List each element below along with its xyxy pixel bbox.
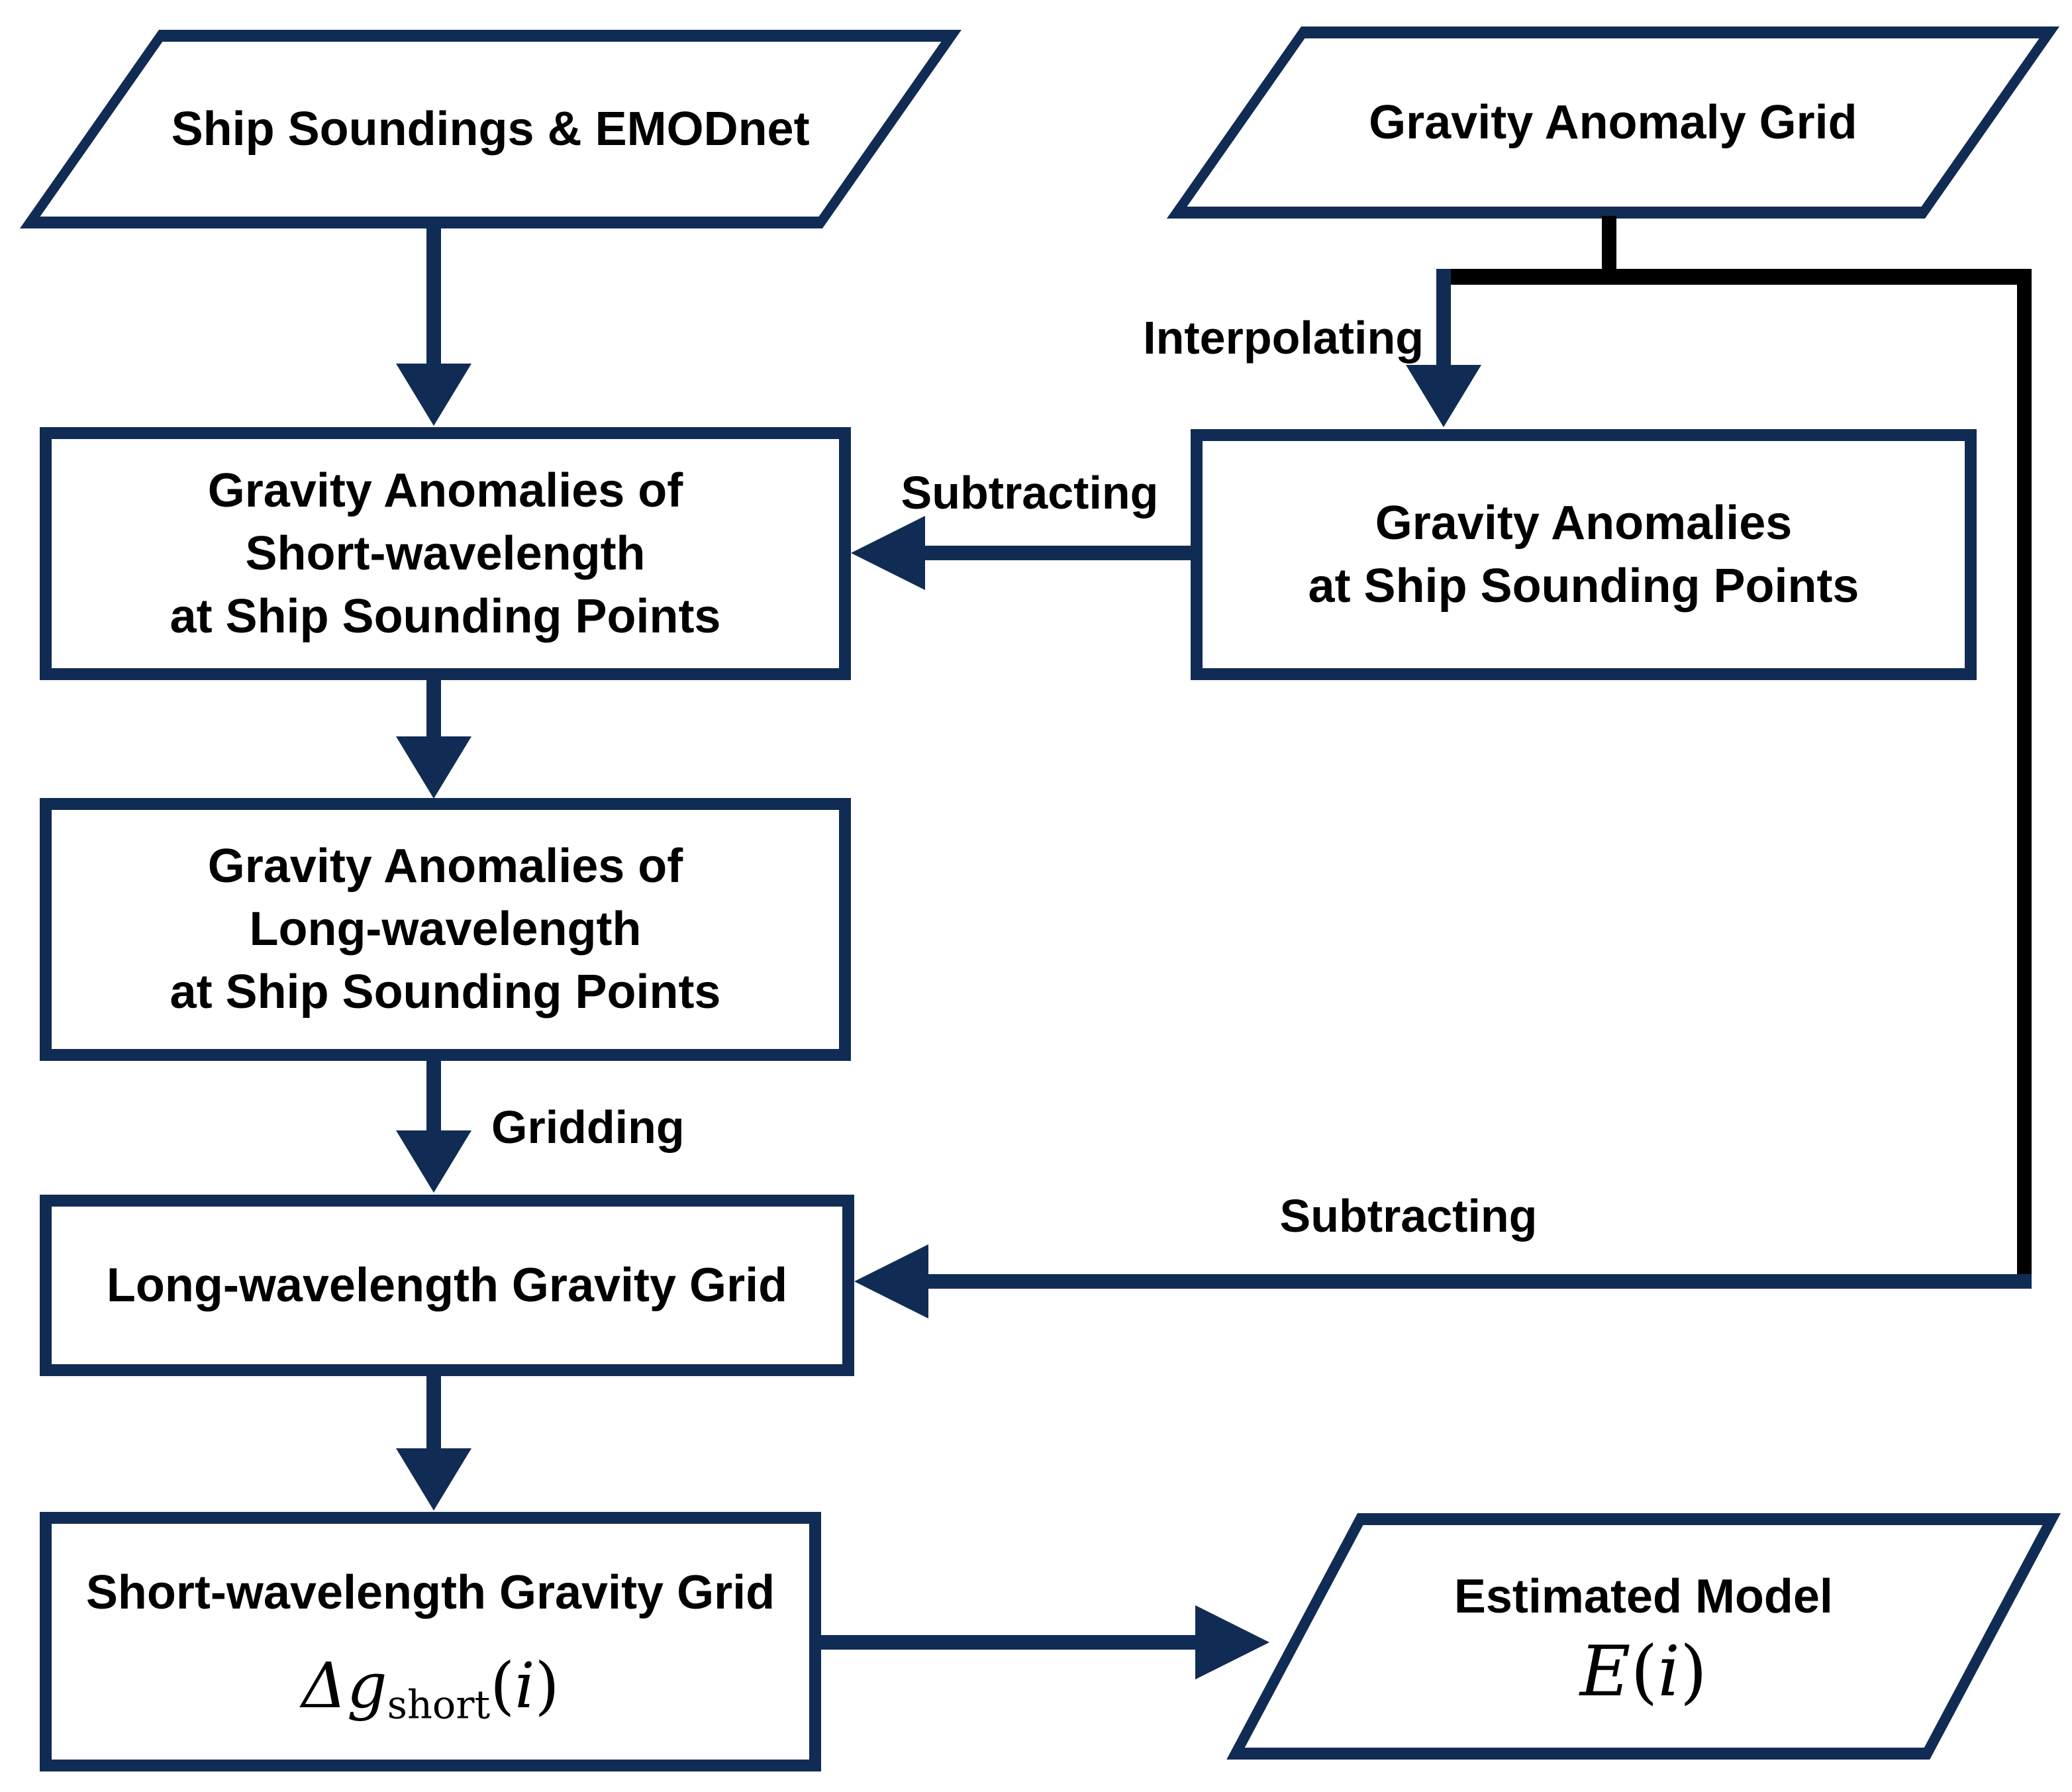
- node-short-wavelength-grid-label: Short-wavelength Gravity Grid: [85, 1566, 775, 1619]
- formula-E: E: [1579, 1630, 1631, 1712]
- arrowhead-subtracting-right: [854, 1244, 928, 1319]
- formula-rparen: ): [534, 1649, 560, 1722]
- connector-ship-to-shortwl: [426, 228, 441, 371]
- edge-label-gridding: Gridding: [491, 1101, 685, 1153]
- connector-subtracting-top: [924, 546, 1192, 560]
- connector-longgrid-to-shortgrid: [426, 1375, 441, 1450]
- connector-shortwl-to-longwl: [426, 679, 441, 742]
- edge-label-subtracting-top: Subtracting: [901, 467, 1159, 519]
- arrowhead-interpolating: [1406, 365, 1481, 427]
- node-estimated-model-label: Estimated Model: [1454, 1569, 1834, 1623]
- arrowhead-gridding: [396, 1130, 471, 1193]
- connector-interpolating: [1436, 269, 1451, 366]
- arrowhead-shortgrid-to-model: [1195, 1605, 1269, 1679]
- formula-g: g: [346, 1649, 387, 1722]
- node-long-wavelength-points-line3: at Ship Sounding Points: [170, 966, 721, 1019]
- formula-delta: Δ: [301, 1649, 347, 1722]
- node-short-wavelength-points-line1: Gravity Anomalies of: [207, 464, 683, 517]
- node-ship-soundings: Ship Soundings & EMODnet: [19, 30, 962, 228]
- node-gravity-anomaly-grid-label: Gravity Anomaly Grid: [1369, 95, 1857, 149]
- node-gravity-anomaly-grid: Gravity Anomaly Grid: [1166, 26, 2059, 219]
- node-short-wavelength-points: Gravity Anomalies of Short-wavelength at…: [40, 427, 851, 680]
- connector-subtracting-right: [924, 1274, 2032, 1289]
- node-short-wavelength-points-line2: Short-wavelength: [245, 526, 646, 580]
- node-estimated-model: Estimated Model E(i): [1226, 1513, 2061, 1760]
- edge-label-interpolating: Interpolating: [1143, 312, 1424, 364]
- connector-gridding: [426, 1060, 441, 1132]
- connector-shortgrid-to-model: [821, 1635, 1199, 1650]
- node-long-wavelength-grid: Long-wavelength Gravity Grid: [40, 1195, 854, 1376]
- formula-model-i: i: [1657, 1630, 1681, 1712]
- formula-model-lparen: (: [1630, 1630, 1658, 1712]
- arrowhead-ship-to-shortwl: [396, 364, 471, 426]
- node-ship-soundings-label: Ship Soundings & EMODnet: [171, 102, 810, 156]
- formula-i: i: [515, 1649, 535, 1722]
- estimated-model-formula: E(i): [1580, 1631, 1707, 1712]
- arrowhead-shortwl-to-longwl: [396, 736, 471, 799]
- node-long-wavelength-points: Gravity Anomalies of Long-wavelength at …: [40, 798, 851, 1061]
- edge-label-subtracting-right: Subtracting: [1279, 1190, 1538, 1242]
- node-anomalies-at-points: Gravity Anomalies at Ship Sounding Point…: [1191, 429, 1977, 680]
- connector-grid-stem: [1602, 216, 1616, 278]
- short-wavelength-grid-formula: Δgshort(i): [301, 1649, 560, 1724]
- arrowhead-longgrid-to-shortgrid: [396, 1448, 471, 1511]
- node-short-wavelength-points-line3: at Ship Sounding Points: [170, 589, 721, 643]
- node-anomalies-at-points-line1: Gravity Anomalies: [1375, 496, 1793, 550]
- node-long-wavelength-points-line1: Gravity Anomalies of: [207, 840, 683, 893]
- formula-sub: short: [387, 1681, 491, 1727]
- node-long-wavelength-points-line2: Long-wavelength: [249, 903, 642, 956]
- formula-model-rparen: ): [1680, 1630, 1708, 1712]
- connector-grid-tee-bar: [1444, 269, 2032, 285]
- connector-right-branch: [2017, 269, 2032, 1289]
- node-anomalies-at-points-line2: at Ship Sounding Points: [1308, 559, 1859, 613]
- formula-lparen: (: [490, 1649, 515, 1722]
- arrowhead-subtracting-top: [851, 516, 925, 590]
- node-long-wavelength-grid-label: Long-wavelength Gravity Grid: [106, 1258, 788, 1312]
- node-short-wavelength-grid: Short-wavelength Gravity Grid Δgshort(i): [40, 1512, 821, 1771]
